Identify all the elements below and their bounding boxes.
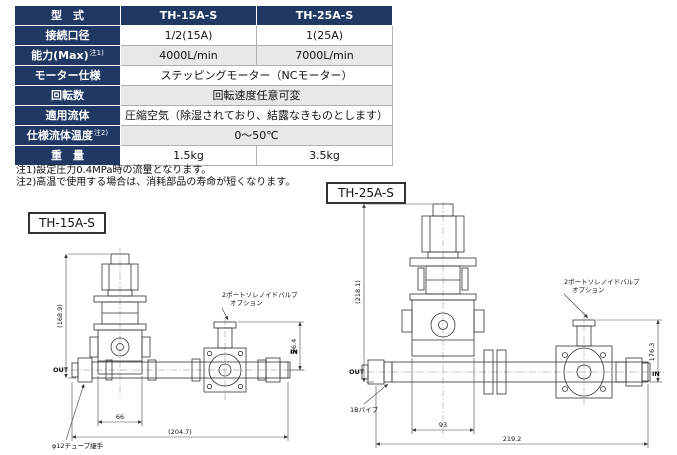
spec-label-model: 型 式 (14, 5, 121, 26)
capacity-note-ref: 注1) (89, 49, 104, 57)
spec-weight-value-1: 1.5kg (120, 145, 257, 166)
spec-row-rotation: 回転数 回転速度任意可変 (14, 85, 393, 106)
tube-fitting-label-th15a: φ12チューブ継手 (52, 441, 104, 450)
dimensions-right: (218.1) 176.3 93 219.2 (354, 203, 662, 448)
port-label-out-th25a: OUT (349, 368, 365, 376)
spec-label-weight: 重 量 (14, 145, 121, 166)
technical-drawing-th25a: (218.1) 176.3 93 219.2 OUT IN 1Bパイプ 2ポート… (349, 202, 664, 448)
centerlines-right (354, 202, 664, 440)
capacity-label-text: 能力(Max) (31, 49, 89, 62)
dim-side-height-th25a: 176.3 (648, 343, 656, 362)
spec-label-capacity: 能力(Max)注1) (14, 45, 121, 66)
dim-body-width-th25a: 93 (439, 421, 447, 429)
dim-overall-height-th25a: (218.1) (354, 280, 362, 304)
port-label-in-th15a: IN (290, 348, 298, 356)
spec-table: 型 式 TH-15A-S TH-25A-S 接続口径 1/2(15A) 1(25… (14, 5, 393, 166)
valve-body-right (401, 299, 485, 357)
flange-assembly-right (555, 319, 613, 399)
port-label-out-th15a: OUT (53, 366, 69, 374)
footnote-1: 注1)設定圧力0.4MPa時の流量となります。 (16, 165, 212, 176)
spec-rotation-value: 回転速度任意可変 (120, 85, 393, 106)
spec-row-temp: 仕様流体温度注2) 0～50℃ (14, 125, 393, 146)
motor-assembly-left (93, 253, 147, 331)
technical-drawing-th15a: (168.9) 96.4 66 (204.7) OUT IN φ12チューブ継手… (52, 248, 306, 450)
spec-label-port: 接続口径 (14, 25, 121, 46)
port-label-in-th25a: IN (652, 370, 660, 378)
centerlines-left (58, 248, 306, 402)
spec-label-temp: 仕様流体温度注2) (14, 125, 121, 146)
outlet-fitting-left (257, 357, 289, 383)
spec-row-port: 接続口径 1/2(15A) 1(25A) (14, 25, 393, 46)
spec-label-motor: モーター仕様 (14, 65, 121, 86)
dim-side-height-th15a: 96.4 (290, 339, 298, 353)
dim-overall-height-th15a: (168.9) (56, 304, 64, 328)
drawing-title-th15a: TH-15A-S (28, 212, 106, 234)
spec-model-1: TH-15A-S (120, 5, 257, 26)
dim-body-width-th15a: 66 (116, 413, 124, 421)
spec-row-model: 型 式 TH-15A-S TH-25A-S (14, 5, 393, 26)
spec-motor-value: ステッピングモーター（NCモーター） (120, 65, 393, 86)
spec-port-value-1: 1/2(15A) (120, 25, 257, 46)
inlet-fitting-right (615, 357, 651, 387)
temp-label-text: 仕様流体温度 (26, 129, 93, 142)
spec-row-weight: 重 量 1.5kg 3.5kg (14, 145, 393, 166)
solenoid-valve-label-th15a: 2ポートソレノイドバルブ (222, 290, 298, 299)
pipe-assembly-left (71, 357, 291, 383)
pipe-label-th25a: 1Bパイプ (350, 406, 379, 414)
spec-capacity-value-1: 4000L/min (120, 45, 257, 66)
spec-model-2: TH-25A-S (256, 5, 393, 26)
spec-row-fluid: 適用流体 圧縮空気（除湿されており、結露なきものとします） (14, 105, 393, 126)
spec-capacity-value-2: 7000L/min (256, 45, 393, 66)
spec-temp-value: 0～50℃ (120, 125, 393, 146)
temp-note-ref: 注2) (93, 129, 109, 137)
solenoid-valve-label-th25a: 2ポートソレノイドバルブ (564, 277, 640, 286)
drawing-title-th25a: TH-25A-S (326, 182, 406, 204)
spec-row-motor: モーター仕様 ステッピングモーター（NCモーター） (14, 65, 393, 86)
spec-port-value-2: 1(25A) (256, 25, 393, 46)
solenoid-option-label-th15a: オプション (230, 299, 263, 307)
dim-overall-width-th15a: (204.7) (168, 428, 192, 436)
spec-row-capacity: 能力(Max)注1) 4000L/min 7000L/min (14, 45, 393, 66)
spec-fluid-value: 圧縮空気（除湿されており、結露なきものとします） (120, 105, 393, 126)
footnote-2: 注2)高温で使用する場合は、消耗部品の寿命が短くなります。 (16, 177, 296, 188)
solenoid-option-label-th25a: オプション (572, 286, 605, 294)
dim-overall-width-th25a: 219.2 (503, 435, 522, 443)
spec-weight-value-2: 3.5kg (256, 145, 393, 166)
spec-label-fluid: 適用流体 (14, 105, 121, 126)
motor-assembly-right (409, 203, 477, 301)
tee-flange-left (203, 321, 247, 393)
dimensions-left: (168.9) 96.4 66 (204.7) (56, 253, 304, 441)
spec-label-rotation: 回転数 (14, 85, 121, 106)
valve-body-left (89, 329, 151, 375)
